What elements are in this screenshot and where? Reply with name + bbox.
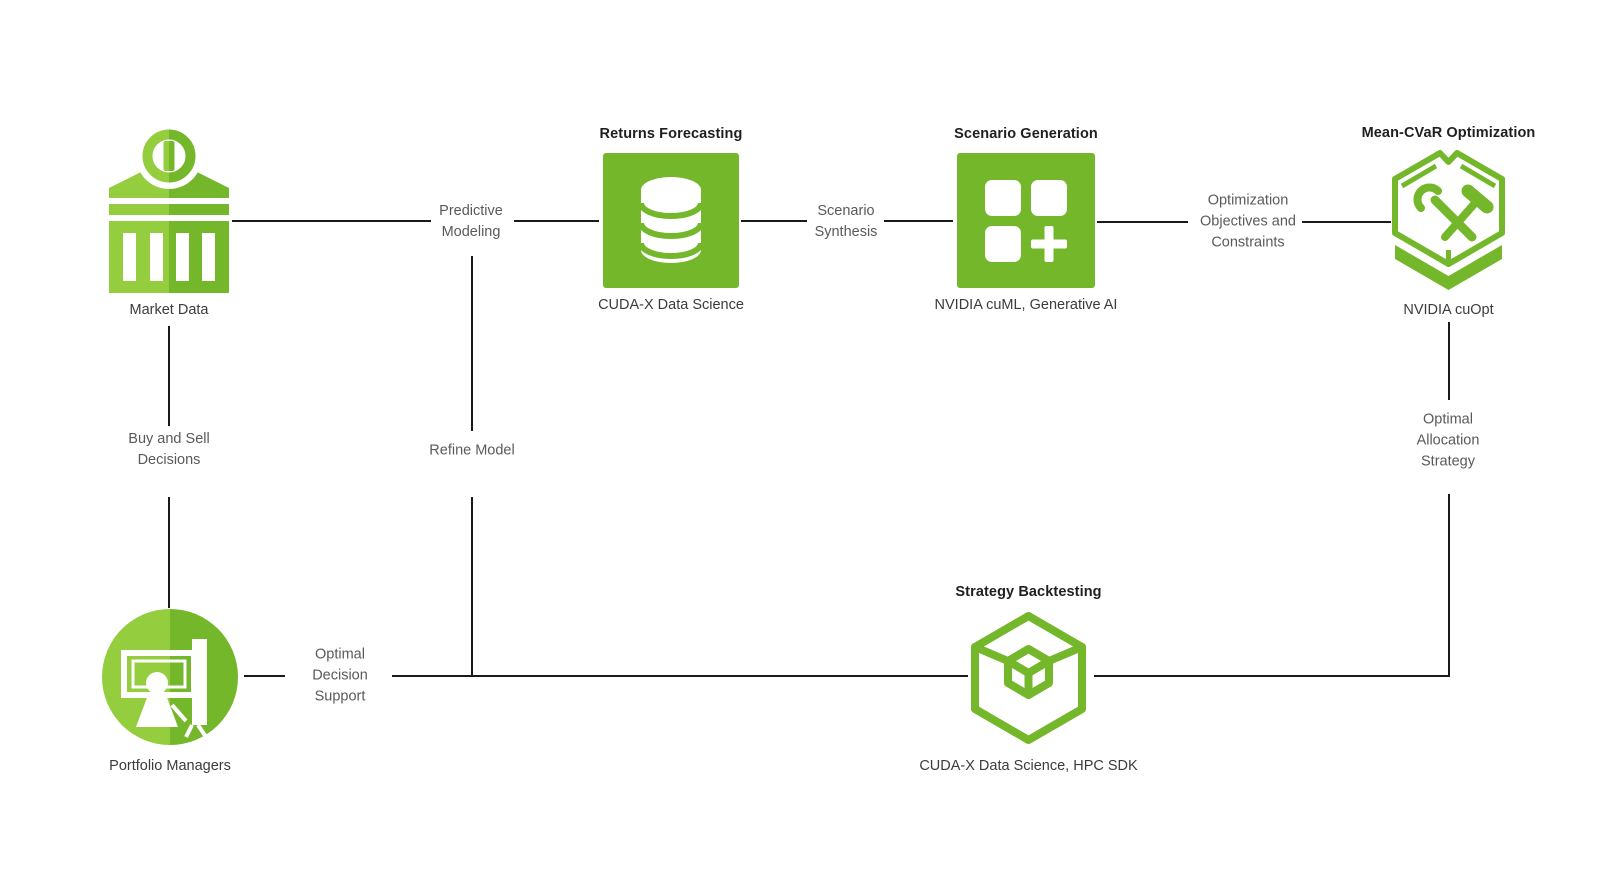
- node-label: Market Data: [129, 302, 209, 318]
- bank-icon: [109, 128, 229, 293]
- flow-label-scenario-synthesis: Scenario Synthesis: [814, 203, 878, 240]
- flow-label-optimization-objectives: Optimization Objectives and Constraints: [1200, 192, 1296, 251]
- modules-plus-icon: [957, 153, 1095, 288]
- database-icon: [603, 153, 739, 288]
- flow-label-refine-model: Refine Model: [429, 442, 515, 459]
- arrow-allocation-to-backtesting: [1094, 494, 1450, 677]
- flow-label-optimal-allocation: Optimal Allocation Strategy: [1416, 411, 1480, 470]
- node-portfolio-managers: Portfolio Managers: [102, 609, 238, 774]
- node-scenario-generation: Scenario Generation NVIDIA cuML, Generat…: [935, 126, 1118, 313]
- node-mean-cvar-optimization: Mean-CVaR Optimization NVIDIA cuOpt: [1362, 125, 1536, 318]
- hexagon-tools-icon: [1392, 150, 1505, 290]
- flow-label-predictive-modeling: Predictive Modeling: [439, 203, 503, 240]
- node-returns-forecasting: Returns Forecasting CUDA-X Data Science: [598, 126, 744, 313]
- flow-label-buy-and-sell: Buy and Sell Decisions: [128, 431, 210, 468]
- cube-icon: [971, 612, 1086, 744]
- node-market-data: Market Data: [109, 128, 229, 318]
- node-label: CUDA-X Data Science, HPC SDK: [919, 758, 1138, 774]
- node-label: Portfolio Managers: [109, 758, 231, 774]
- node-title: Mean-CVaR Optimization: [1361, 125, 1536, 141]
- presenter-icon: [102, 609, 238, 745]
- node-label: CUDA-X Data Science: [598, 297, 744, 313]
- node-label: NVIDIA cuML, Generative AI: [934, 297, 1118, 313]
- flow-label-optimal-decision: Optimal Decision Support: [312, 646, 368, 705]
- node-label: NVIDIA cuOpt: [1403, 302, 1494, 318]
- node-strategy-backtesting: Strategy Backtesting CUDA-X Data Science…: [919, 584, 1137, 774]
- node-title: Scenario Generation: [954, 126, 1098, 142]
- node-title: Returns Forecasting: [599, 126, 743, 142]
- node-title: Strategy Backtesting: [955, 584, 1102, 600]
